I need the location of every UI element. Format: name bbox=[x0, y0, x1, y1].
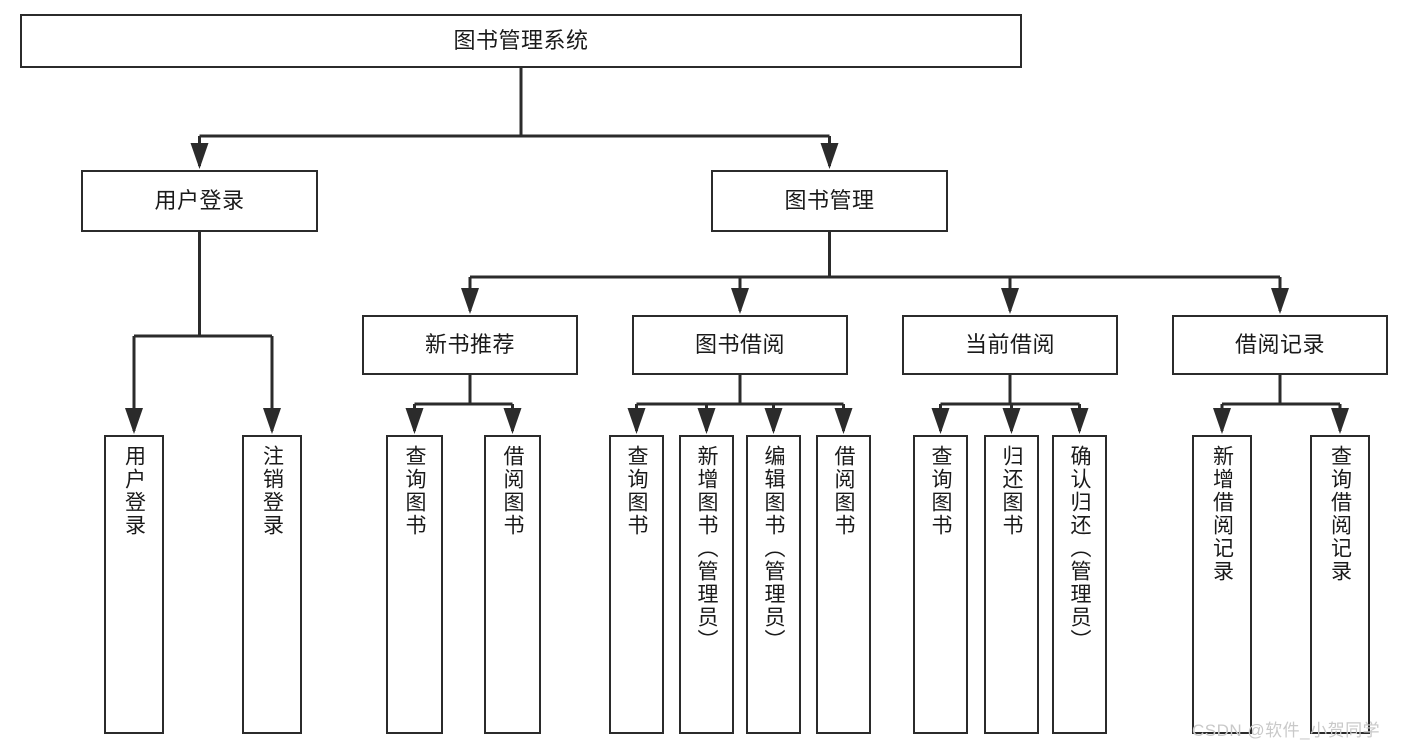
node-current[interactable]: 当前借阅 bbox=[902, 315, 1118, 375]
arrow-icon-leaf-12 bbox=[1213, 408, 1231, 434]
node-leaf-6[interactable]: 新增图书（管理员） bbox=[679, 435, 734, 734]
arrow-icon-newbook bbox=[461, 288, 479, 314]
node-label: 确认归还（管理员） bbox=[1068, 445, 1092, 652]
arrow-icon-leaf-9 bbox=[931, 408, 950, 434]
node-root[interactable]: 图书管理系统 bbox=[20, 14, 1022, 68]
arrow-icon-leaf-3 bbox=[405, 408, 424, 434]
node-leaf-11[interactable]: 确认归还（管理员） bbox=[1052, 435, 1107, 734]
node-label: 借阅记录 bbox=[1234, 332, 1325, 358]
arrow-icon-leaf-4 bbox=[503, 408, 522, 434]
node-leaf-8[interactable]: 借阅图书 bbox=[816, 435, 871, 734]
node-leaf-12[interactable]: 新增借阅记录 bbox=[1192, 435, 1252, 734]
node-leaf-5[interactable]: 查询图书 bbox=[609, 435, 664, 734]
arrow-icon-leaf-8 bbox=[834, 408, 853, 434]
node-label: 图书管理 bbox=[784, 188, 875, 214]
node-label: 注销登录 bbox=[260, 445, 284, 537]
node-label: 归还图书 bbox=[1000, 445, 1024, 537]
node-leaf-7[interactable]: 编辑图书（管理员） bbox=[746, 435, 801, 734]
node-label: 用户登录 bbox=[122, 445, 146, 537]
arrow-icon-leaf-1 bbox=[125, 408, 143, 434]
node-label: 借阅图书 bbox=[832, 445, 856, 537]
node-leaf-9[interactable]: 查询图书 bbox=[913, 435, 968, 734]
node-label: 新书推荐 bbox=[424, 332, 515, 358]
arrow-icon-leaf-11 bbox=[1070, 408, 1089, 434]
node-label: 图书管理系统 bbox=[453, 28, 589, 54]
node-label: 查询图书 bbox=[929, 445, 953, 537]
arrow-icon-records bbox=[1271, 288, 1289, 314]
node-leaf-4[interactable]: 借阅图书 bbox=[484, 435, 541, 734]
node-leaf-10[interactable]: 归还图书 bbox=[984, 435, 1039, 734]
node-leaf-3[interactable]: 查询图书 bbox=[386, 435, 443, 734]
node-label: 查询图书 bbox=[403, 445, 427, 537]
node-bookmgmt[interactable]: 图书管理 bbox=[711, 170, 948, 232]
arrow-icon-leaf-7 bbox=[764, 408, 783, 434]
arrow-icon-login bbox=[190, 143, 209, 169]
node-label: 当前借阅 bbox=[964, 332, 1055, 358]
node-label: 查询借阅记录 bbox=[1328, 445, 1352, 583]
arrow-icon-leaf-2 bbox=[263, 408, 281, 434]
node-label: 用户登录 bbox=[154, 188, 245, 214]
arrow-icon-current bbox=[1001, 288, 1019, 314]
node-login[interactable]: 用户登录 bbox=[81, 170, 318, 232]
arrow-icon-leaf-10 bbox=[1002, 408, 1021, 434]
arrow-icon-leaf-5 bbox=[627, 408, 646, 434]
csdn-watermark: CSDN @软件_小贺同学 bbox=[1192, 721, 1381, 740]
arrow-icon-bookmgmt bbox=[820, 143, 839, 169]
node-label: 新增图书（管理员） bbox=[695, 445, 719, 652]
node-label: 查询图书 bbox=[625, 445, 649, 537]
node-leaf-1[interactable]: 用户登录 bbox=[104, 435, 164, 734]
arrow-icon-borrow bbox=[731, 288, 749, 314]
arrow-icon-leaf-6 bbox=[697, 408, 716, 434]
node-leaf-2[interactable]: 注销登录 bbox=[242, 435, 302, 734]
node-newbook[interactable]: 新书推荐 bbox=[362, 315, 578, 375]
node-borrow[interactable]: 图书借阅 bbox=[632, 315, 848, 375]
arrow-icon-leaf-13 bbox=[1331, 408, 1349, 434]
node-label: 编辑图书（管理员） bbox=[762, 445, 786, 652]
node-label: 借阅图书 bbox=[501, 445, 525, 537]
node-label: 图书借阅 bbox=[694, 332, 785, 358]
node-label: 新增借阅记录 bbox=[1210, 445, 1234, 583]
node-leaf-13[interactable]: 查询借阅记录 bbox=[1310, 435, 1370, 734]
node-records[interactable]: 借阅记录 bbox=[1172, 315, 1388, 375]
